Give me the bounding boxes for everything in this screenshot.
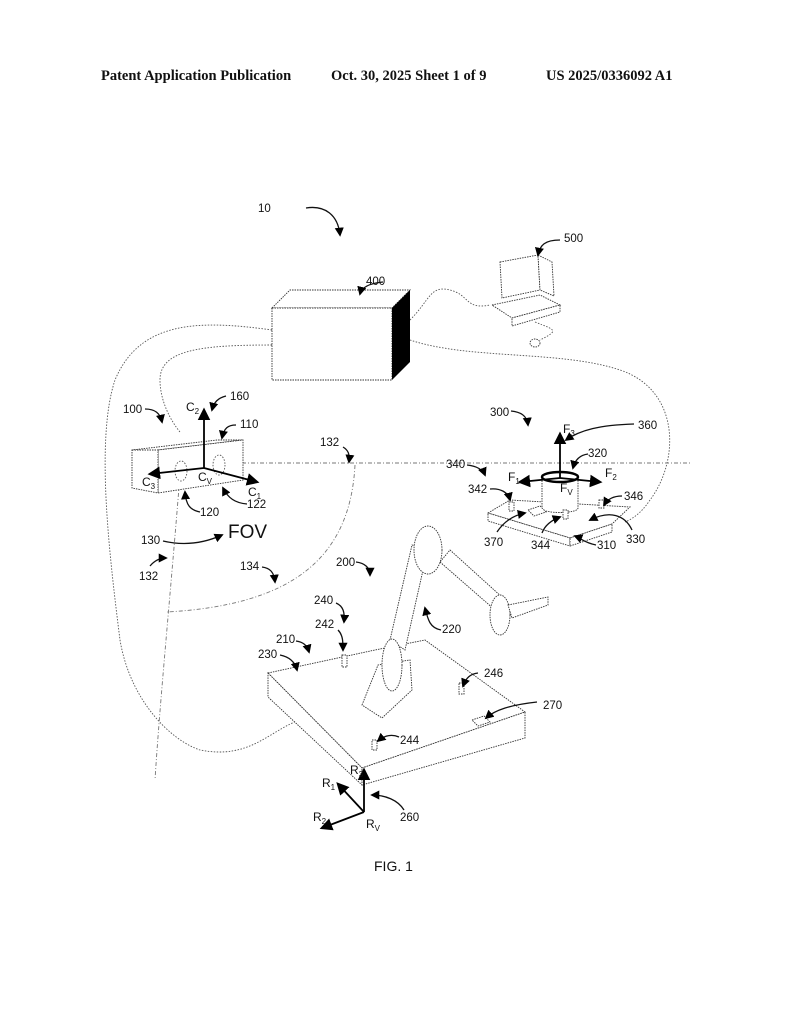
ref-122: 122: [247, 499, 266, 511]
axis-label-cv: CV: [198, 470, 213, 486]
ref-132-vertical: 132: [139, 571, 158, 583]
ref-130: 130: [141, 535, 160, 547]
figure-caption: FIG. 1: [374, 858, 413, 874]
axis-c1-arrow: [203, 467, 260, 486]
ref-400: 400: [366, 276, 385, 288]
ref-342: 342: [468, 484, 487, 496]
ref-160: 160: [230, 391, 249, 403]
ref-346: 346: [624, 491, 643, 503]
leader-arrows: [144, 206, 635, 811]
axis-r2-arrow: [319, 811, 365, 831]
cable-camera-box: [159, 344, 273, 433]
cable-camera-controller: [104, 324, 301, 753]
camera-device: [131, 439, 244, 494]
ref-100: 100: [123, 404, 142, 416]
ref-370: 370: [484, 537, 503, 549]
axis-label-c3: C3: [142, 475, 156, 491]
ref-260: 260: [400, 812, 419, 824]
ref-360: 360: [638, 420, 657, 432]
ref-270: 270: [543, 700, 562, 712]
axis-c3-arrow: [147, 466, 205, 480]
ref-10: 10: [258, 203, 271, 215]
ref-242: 242: [315, 619, 334, 631]
axis-label-f3: F3: [563, 422, 575, 438]
ref-220: 220: [442, 624, 461, 636]
cable-mouse: [534, 321, 553, 341]
axis-label-rv: RV: [366, 817, 381, 833]
ref-134: 134: [240, 561, 260, 573]
ref-132-horizontal: 132: [320, 437, 339, 449]
ref-340: 340: [446, 459, 465, 471]
header-patent-number: US 2025/0336092 A1: [546, 68, 673, 84]
ref-120: 120: [200, 507, 219, 519]
ref-110: 110: [240, 419, 258, 431]
ref-344: 344: [531, 540, 551, 552]
ref-244: 244: [400, 735, 420, 747]
axis-label-c1: C1: [248, 485, 262, 501]
axis-label-r3: R3: [350, 763, 364, 779]
axis-label-f1: F1: [508, 470, 520, 486]
axis-label-fv: FV: [560, 481, 573, 497]
controller-box: [270, 289, 412, 381]
ref-330: 330: [626, 534, 645, 546]
ref-240: 240: [314, 595, 333, 607]
header-publication: Patent Application Publication: [101, 68, 292, 84]
axis-r1-arrow: [336, 782, 365, 813]
header-date-sheet: Oct. 30, 2025 Sheet 1 of 9: [331, 68, 487, 84]
ref-300: 300: [490, 407, 509, 419]
ref-200: 200: [336, 557, 355, 569]
ref-310: 310: [597, 540, 616, 552]
ref-230: 230: [258, 649, 277, 661]
computer-icon: [490, 254, 562, 348]
axis-label-r1: R1: [322, 776, 336, 792]
axis-label-r2: R2: [313, 810, 327, 826]
ref-246: 246: [484, 668, 503, 680]
fov-boundary-arc: [166, 464, 356, 613]
ref-320: 320: [588, 448, 607, 460]
fov-edge-vertical: [154, 474, 181, 781]
fov-label: FOV: [228, 522, 267, 543]
axis-f2-arrow: [559, 474, 603, 488]
ref-210: 210: [276, 634, 295, 646]
axis-label-f2: F2: [605, 466, 617, 482]
cable-controller-computer: [409, 288, 491, 321]
axis-f1-arrow: [517, 474, 561, 488]
robot-arm: [341, 525, 549, 751]
axis-label-c2: C2: [186, 400, 200, 416]
ref-500: 500: [564, 233, 583, 245]
